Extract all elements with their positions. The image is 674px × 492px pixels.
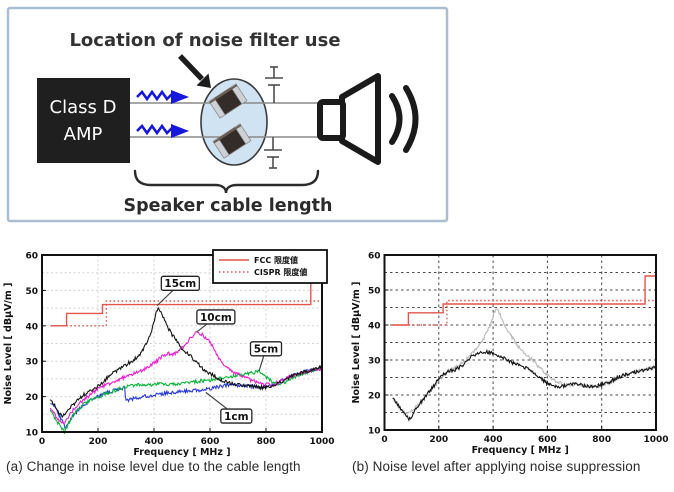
y-tick-label: 10 — [368, 427, 381, 437]
capacitor-top-icon — [265, 66, 283, 103]
y-tick-label: 10 — [25, 429, 38, 439]
x-tick-label: 1000 — [643, 435, 668, 445]
series-cispr-limit — [50, 300, 322, 327]
x-tick-label: 800 — [257, 437, 276, 447]
plot-frame — [383, 254, 657, 431]
y-tick-label: 50 — [25, 287, 38, 297]
sound-wave-inner-icon — [389, 93, 403, 145]
plot-frame — [41, 254, 323, 433]
y-tick-label: 50 — [368, 287, 381, 297]
x-tick-label: 800 — [592, 435, 611, 445]
legend-label: FCC 限度値 — [254, 255, 298, 265]
y-axis-label: Noise Level [ dBμV/m ] — [3, 283, 14, 405]
capacitor-bottom-icon — [264, 137, 282, 169]
diagram-title: Location of noise filter use — [69, 30, 340, 51]
noise-arrow-bottom-icon — [136, 123, 189, 138]
amp-label-line2: AMP — [64, 124, 103, 145]
x-tick-label: 400 — [484, 435, 503, 445]
legend: FCC 限度値 CISPR 限度値 — [212, 249, 328, 284]
x-tick-label: 200 — [89, 437, 108, 447]
y-tick-label: 60 — [25, 252, 38, 262]
series-with-noise-suppression — [392, 348, 657, 422]
annotation-1cm: 1cm — [205, 391, 253, 424]
x-tick-label: 0 — [39, 437, 45, 447]
ferrite-chip-top-icon — [208, 83, 248, 119]
y-tick-label: 30 — [25, 358, 38, 368]
x-tick-label: 200 — [429, 435, 448, 445]
x-tick-label: 400 — [145, 437, 164, 447]
caption-a: (a) Change in noise level due to the cab… — [6, 459, 301, 474]
x-tick-label: 1000 — [309, 437, 334, 447]
series-5cm — [49, 365, 323, 434]
y-axis-label: Noise Level [ dBμV/m ] — [351, 282, 362, 404]
series-1cm — [50, 365, 323, 430]
annotation-label: 10cm — [200, 312, 232, 324]
noise-arrow-top-icon — [136, 89, 189, 104]
caption-b: (b) Noise level after applying noise sup… — [352, 459, 641, 474]
x-axis-label: Frequency [ MHz ] — [472, 445, 569, 456]
y-tick-label: 20 — [368, 392, 381, 402]
annotation-label: 1cm — [224, 411, 249, 423]
annotation-label: 15cm — [164, 278, 196, 290]
ferrite-chip-bottom-icon — [212, 123, 252, 159]
y-tick-label: 20 — [25, 393, 38, 403]
annotation-5cm: 5cm — [249, 341, 283, 372]
y-tick-label: 30 — [368, 357, 381, 367]
sound-wave-outer-icon — [403, 85, 419, 153]
amp-box — [37, 78, 130, 163]
gridlines — [384, 255, 656, 430]
annotation-15cm: 15cm — [156, 275, 200, 307]
x-tick-label: 0 — [381, 435, 387, 445]
cable-length-brace — [133, 169, 320, 194]
speaker-icon — [317, 73, 419, 165]
amp-label-line1: Class D — [50, 97, 117, 118]
brace-label: Speaker cable length — [124, 196, 333, 216]
x-tick-label: 600 — [201, 437, 220, 447]
x-axis-label: Frequency [ MHz ] — [133, 447, 230, 458]
x-tick-label: 600 — [538, 435, 557, 445]
series-fcc-limit — [392, 275, 656, 326]
series-15cm — [49, 306, 323, 419]
y-tick-label: 60 — [368, 252, 381, 262]
y-tick-label: 40 — [368, 322, 381, 332]
pointer-arrow-icon — [178, 54, 211, 88]
annotation-label: 5cm — [254, 344, 279, 356]
y-tick-label: 40 — [25, 322, 38, 332]
legend-label: CISPR 限度値 — [254, 267, 307, 277]
noise-filter-diagram: Location of noise filter use Class D AMP — [6, 6, 449, 223]
annotation-10cm: 10cm — [196, 309, 236, 333]
